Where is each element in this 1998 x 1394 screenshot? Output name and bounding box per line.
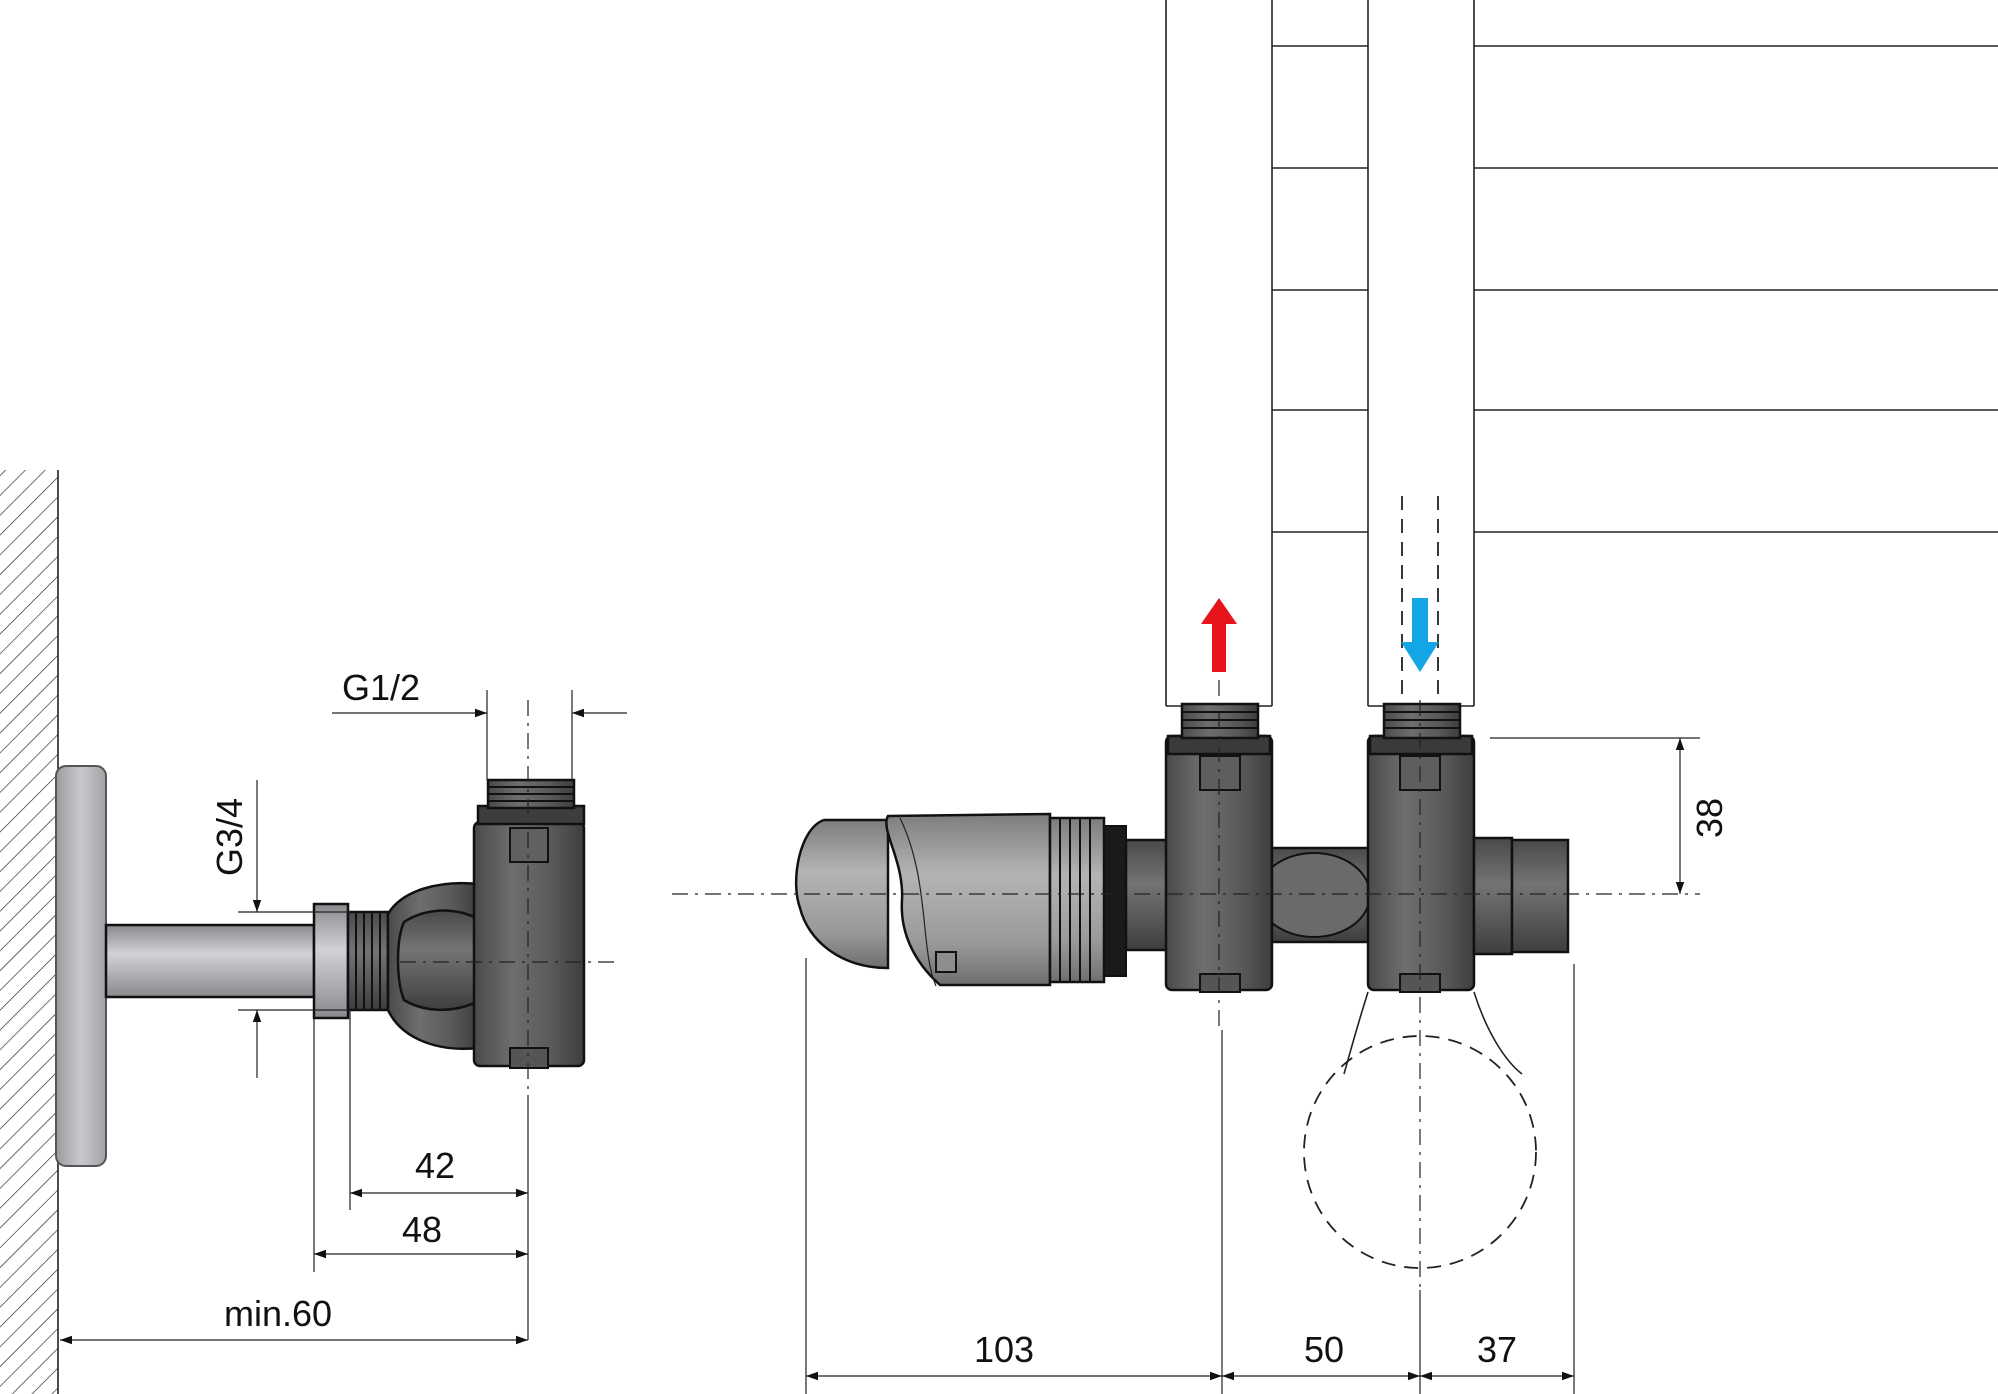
dimension-42-label: 42 [415, 1145, 455, 1186]
side-view-valve [312, 778, 586, 1069]
dimension-48-label: 48 [402, 1209, 442, 1250]
dimension-37-label: 37 [1477, 1329, 1517, 1370]
side-view-centerlines [400, 700, 614, 1095]
wall-rosette [55, 765, 107, 1167]
dimension-g34-label: G3/4 [209, 798, 250, 876]
front-view-centerlines [672, 680, 1700, 1290]
twin-valve-body [1124, 702, 1570, 993]
dimension-38-label: 38 [1689, 798, 1730, 838]
side-view-dimension-lines [60, 690, 627, 1345]
arrow-down-icon [1401, 598, 1439, 672]
front-view-dimension-lines [805, 737, 1700, 1394]
wall-section [0, 470, 59, 1394]
dimension-103-label: 103 [974, 1329, 1034, 1370]
arrow-up-icon [1201, 598, 1237, 672]
radiator-outline [1165, 0, 1998, 707]
connection-pipe-outline [1303, 991, 1537, 1269]
dimension-50-label: 50 [1304, 1329, 1344, 1370]
wall-pipe [104, 923, 316, 999]
dimension-g12-label: G1/2 [342, 667, 420, 708]
thermostatic-head [794, 812, 1127, 987]
dimension-min60-label: min.60 [224, 1293, 332, 1334]
